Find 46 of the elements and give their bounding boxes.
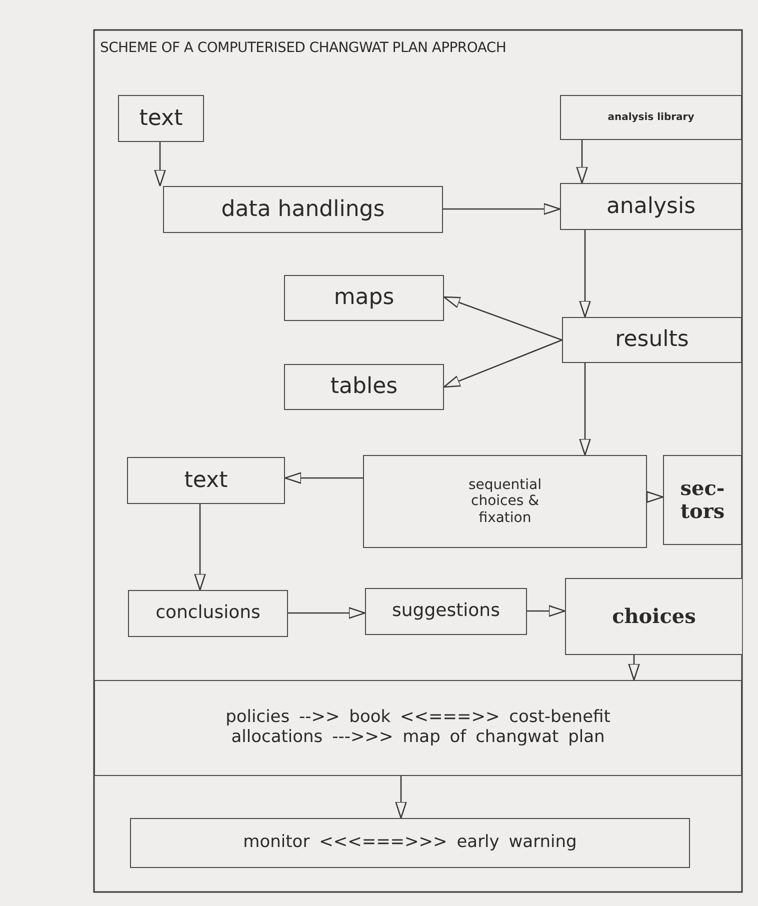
process-box (284, 275, 444, 321)
arrow (443, 339, 562, 388)
box-label: conclusions (156, 603, 260, 624)
box-label: choices (612, 605, 696, 628)
box-label: maps (334, 285, 394, 311)
arrow (579, 363, 591, 456)
arrow (395, 776, 407, 819)
box-label: tables (330, 374, 398, 400)
process-box (118, 95, 204, 142)
box-label: text (184, 468, 228, 494)
box-label: sec- tors (679, 477, 726, 523)
process-box (94, 680, 742, 776)
box-label: data handlings (221, 196, 385, 222)
arrow (284, 472, 363, 484)
process-box (284, 364, 444, 410)
box-label: analysis library (608, 112, 694, 124)
process-box (163, 186, 443, 233)
process-box (128, 590, 288, 637)
arrow (576, 140, 588, 184)
box-label: allocations --->>> map of changwat plan (231, 728, 605, 748)
process-box (663, 455, 742, 545)
process-box (560, 183, 742, 230)
box-label: text (139, 106, 183, 132)
process-box (562, 317, 742, 363)
box-label: analysis (606, 194, 696, 220)
box-label: sequential choices & fixation (467, 477, 542, 526)
process-box (560, 95, 742, 140)
arrow (288, 607, 366, 619)
arrow (646, 491, 664, 503)
box-label: monitor <<<===>>> early warning (243, 833, 577, 853)
arrow (443, 296, 562, 341)
arrow (154, 142, 166, 187)
diagram-title: SCHEME OF A COMPUTERISED CHANGWAT PLAN APPROACH (100, 40, 508, 56)
arrow (194, 504, 206, 591)
arrow (527, 605, 566, 617)
process-box (363, 455, 647, 548)
arrow (443, 203, 561, 215)
process-box (127, 457, 285, 504)
arrow (628, 655, 640, 681)
box-label: suggestions (392, 601, 500, 622)
process-box (365, 588, 527, 635)
process-box (130, 818, 690, 868)
box-label: policies -->> book <<===>> cost-benefit (226, 708, 610, 728)
process-box (565, 578, 742, 655)
arrow (579, 230, 591, 318)
box-label: results (615, 327, 689, 353)
